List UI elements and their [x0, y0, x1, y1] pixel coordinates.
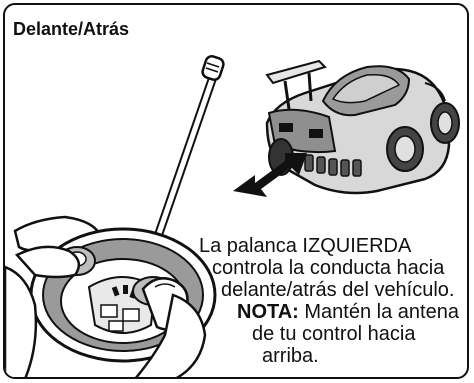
note-text: Mantén la antena [298, 301, 459, 323]
instruction-line-6: arriba. [262, 345, 319, 367]
double-arrow-icon [233, 153, 307, 197]
car-illustration [265, 59, 460, 195]
remote-control-illustration [5, 215, 217, 377]
instruction-line-2: controla la conducta hacia [212, 257, 445, 279]
note-line: NOTA: Mantén la antena [199, 301, 467, 323]
note-label: NOTA: [237, 301, 299, 323]
antenna [150, 55, 225, 250]
instruction-text: La palanca IZQUIERDA controla la conduct… [199, 235, 467, 367]
instruction-panel: Delante/Atrás [3, 3, 469, 379]
illustration [5, 55, 460, 377]
panel-title: Delante/Atrás [13, 19, 130, 39]
instruction-line-1: La palanca IZQUIERDA [199, 235, 412, 257]
instruction-line-5: de tu control hacia [252, 323, 416, 345]
instruction-line-3: delante/atrás del vehículo. [221, 279, 455, 301]
